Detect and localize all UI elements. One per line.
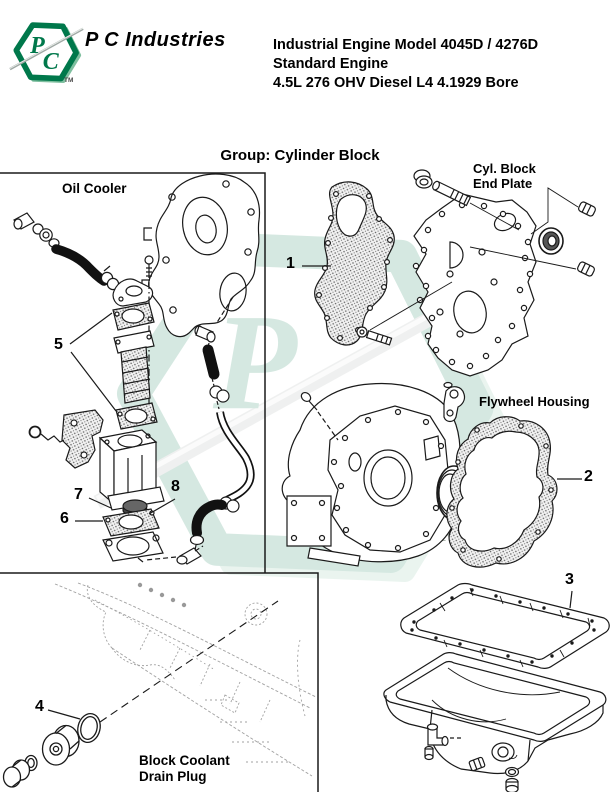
flywheel-housing-diagram xyxy=(281,381,558,568)
flywheel-housing-label: Flywheel Housing xyxy=(479,394,590,409)
oil-cooler-frame xyxy=(0,172,266,573)
logo-tm-text: TM xyxy=(64,77,73,84)
callout-4: 4 xyxy=(35,698,44,715)
group-title: Group: Cylinder Block xyxy=(220,147,380,164)
callout-1: 1 xyxy=(286,255,295,272)
cylinder-block-sketch xyxy=(54,582,317,777)
callout-6: 6 xyxy=(60,510,69,527)
model-line-3: 4.5L 276 OHV Diesel L4 4.1929 Bore xyxy=(273,75,519,91)
drain-plug-diagram xyxy=(2,600,279,788)
callout-lines xyxy=(47,265,582,720)
end-plate-label-line2: End Plate xyxy=(473,176,533,191)
callout-7: 7 xyxy=(74,486,83,503)
callout-3: 3 xyxy=(565,571,574,588)
drain-plug-frame xyxy=(0,572,319,792)
model-line-2: Standard Engine xyxy=(273,56,389,72)
section-frames xyxy=(0,172,319,792)
drain-plug-label-line2: Drain Plug xyxy=(139,769,207,784)
model-line-1: Industrial Engine Model 4045D / 4276D xyxy=(273,37,539,53)
company-name: P C Industries xyxy=(85,29,226,51)
company-logo: TM xyxy=(10,25,83,84)
drain-plug-label-line1: Block Coolant xyxy=(139,753,230,768)
oil-cooler-label: Oil Cooler xyxy=(62,181,127,196)
callout-8: 8 xyxy=(171,478,180,495)
oil-cooler-diagram xyxy=(13,173,261,565)
callout-2: 2 xyxy=(584,468,593,485)
callout-5: 5 xyxy=(54,336,63,353)
end-plate-diagram xyxy=(314,169,596,377)
oil-pan-diagram xyxy=(383,582,610,792)
end-plate-label-line1: Cyl. Block xyxy=(473,161,536,176)
